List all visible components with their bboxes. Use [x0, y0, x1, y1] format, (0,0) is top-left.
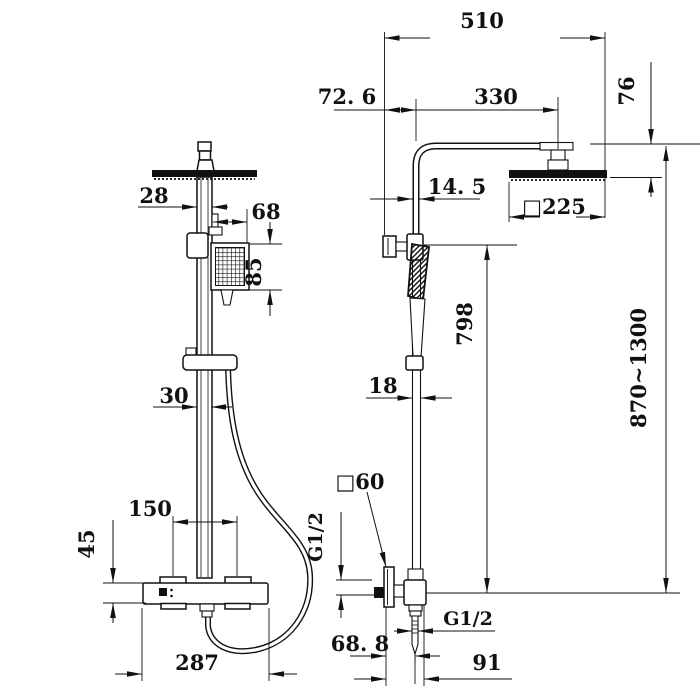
dim-287-label: 287 [175, 650, 219, 675]
dim-18-label: 18 [368, 373, 397, 398]
hand-shower-face-front [215, 247, 245, 286]
tailpiece-threads [412, 620, 418, 634]
dim-45-label: 45 [74, 529, 99, 558]
valve-outlet-nut-front [201, 610, 213, 618]
inlet-nut [374, 587, 384, 598]
head-connector-front [196, 141, 215, 172]
valve-outlet-nut-side [409, 610, 422, 617]
shower-hose-inner [206, 365, 312, 653]
front-view: 28 68 85 30 150 45 287 [74, 141, 314, 681]
hand-shower-handle-front [220, 289, 234, 306]
dim-28-label: 28 [139, 183, 168, 208]
hand-shower-handle-side [409, 297, 426, 358]
dim-85-label: 85 [241, 257, 266, 286]
hand-shower-holder-front [186, 232, 209, 259]
slide-bracket [182, 354, 238, 371]
side-view: 510 72. 6 330 76 14. 5 □225 18 798 870~1… [305, 8, 700, 686]
dim-72-6-label: 72. 6 [318, 84, 376, 109]
dim-510-label: 510 [460, 8, 504, 33]
mixer-valve-front [142, 576, 269, 618]
dim-30-label: 30 [159, 383, 188, 408]
valve-outlet-front [199, 603, 215, 612]
side-dimensions [334, 32, 700, 686]
dim-76-label: 76 [614, 76, 639, 105]
dim-14-5-label: 14. 5 [428, 174, 486, 199]
valve-dot2 [170, 594, 173, 598]
valve-button [159, 588, 167, 596]
dim-g12-inlet-label: G1/2 [305, 512, 327, 562]
wall-flange [383, 566, 395, 608]
dim-68-label: 68 [251, 199, 280, 224]
front-dimensions [103, 204, 297, 681]
valve-dot1 [170, 588, 173, 592]
hand-shower-head-side [407, 242, 430, 302]
arm-end-cap [539, 141, 574, 151]
overhead-shower-plate-front [152, 170, 257, 177]
shower-arm-pipe-inner [414, 144, 566, 236]
dim-798-label: 798 [452, 302, 477, 346]
outlet-tailpiece [411, 615, 419, 656]
dim-60-label: □60 [335, 469, 384, 494]
shower-hose [205, 365, 314, 655]
valve-body-side [403, 579, 427, 606]
dim-330-label: 330 [474, 84, 518, 109]
dim-91-label: 91 [472, 650, 501, 675]
handle-slider-block [405, 355, 424, 371]
dim-225-label: □225 [522, 194, 586, 219]
valve-inlet-stem [393, 584, 405, 598]
valve-outlet-side [408, 604, 423, 612]
mixer-valve-side [374, 566, 427, 664]
dim-g12-outlet-label: G1/2 [443, 608, 493, 630]
dim-68-8-label: 68. 8 [331, 631, 389, 656]
overhead-shower-plate-side [509, 170, 607, 178]
riser-adapter [407, 568, 424, 582]
head-mount-side [547, 149, 569, 171]
dim-150-label: 150 [128, 496, 172, 521]
dim-870-1300-label: 870~1300 [626, 308, 651, 428]
